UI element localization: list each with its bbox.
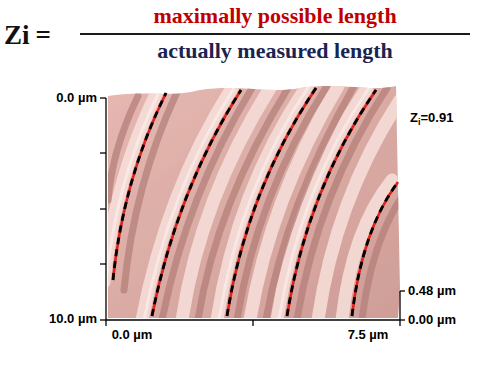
scale-label: 0.00 µm	[408, 313, 456, 327]
denominator: actually measured length	[157, 39, 392, 63]
numerator: maximally possible length	[153, 4, 396, 28]
axis	[100, 98, 405, 326]
axis-label: 10.0 µm	[49, 312, 97, 326]
dashed-trace	[113, 88, 398, 316]
axis-label: 0.0 µm	[112, 328, 153, 342]
axis-label: 7.5 µm	[348, 328, 389, 342]
axis-label: 0.0 µm	[56, 91, 97, 105]
surface-topography	[100, 80, 410, 325]
formula-symbol: Zi	[4, 20, 30, 51]
zi-value-text: =0.91	[420, 110, 453, 125]
zi-subscript: i	[418, 117, 421, 127]
zi-symbol: Z	[410, 110, 418, 125]
formula-lhs: Zi=	[4, 20, 51, 51]
scale-label: 0.48 µm	[408, 284, 456, 298]
equals-sign: =	[36, 20, 51, 51]
zi-value: Zi=0.91	[410, 110, 453, 125]
fraction-bar	[80, 33, 470, 35]
